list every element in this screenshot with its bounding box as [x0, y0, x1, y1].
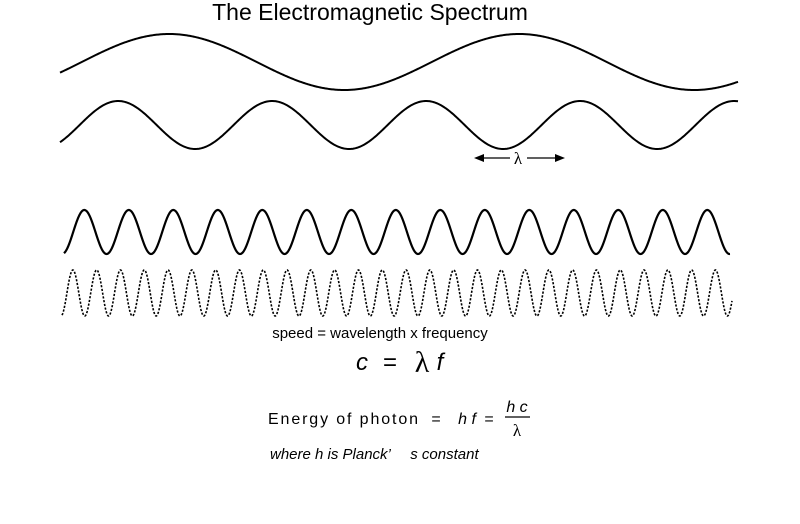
wavelength-indicator: λ — [474, 149, 565, 168]
energy-equals-1: = — [431, 411, 440, 428]
shortest-wavelength-wave — [61, 269, 733, 317]
left-arrowhead — [474, 154, 484, 162]
diagram-title: The Electromagnetic Spectrum — [212, 0, 528, 25]
wave-equation: c = λ f — [356, 346, 446, 379]
formula-lambda: λ — [415, 346, 430, 379]
energy-label: Energy of photon — [268, 411, 418, 428]
short-wavelength-wave — [63, 208, 731, 256]
energy-numerator: h c — [506, 399, 527, 416]
energy-hf: h f — [458, 411, 477, 428]
energy-equals-2: = — [484, 411, 493, 428]
medium-wavelength-wave — [59, 99, 739, 151]
wavelength-symbol: λ — [514, 149, 523, 168]
photon-energy-equation: Energy of photon = h f = h c λ — [268, 399, 530, 440]
speed-relation-text: speed = wavelength x frequency — [272, 325, 488, 342]
formula-f: f — [437, 349, 446, 376]
formula-c: c — [356, 349, 368, 376]
planck-note-part2: s constant — [410, 446, 479, 463]
long-wavelength-wave — [59, 33, 739, 91]
planck-note: where h is Planck’ s constant — [270, 446, 479, 463]
formula-equals: = — [383, 349, 397, 376]
planck-note-part1: where h is Planck’ — [270, 446, 392, 463]
right-arrowhead — [555, 154, 565, 162]
energy-denominator: λ — [513, 421, 522, 440]
